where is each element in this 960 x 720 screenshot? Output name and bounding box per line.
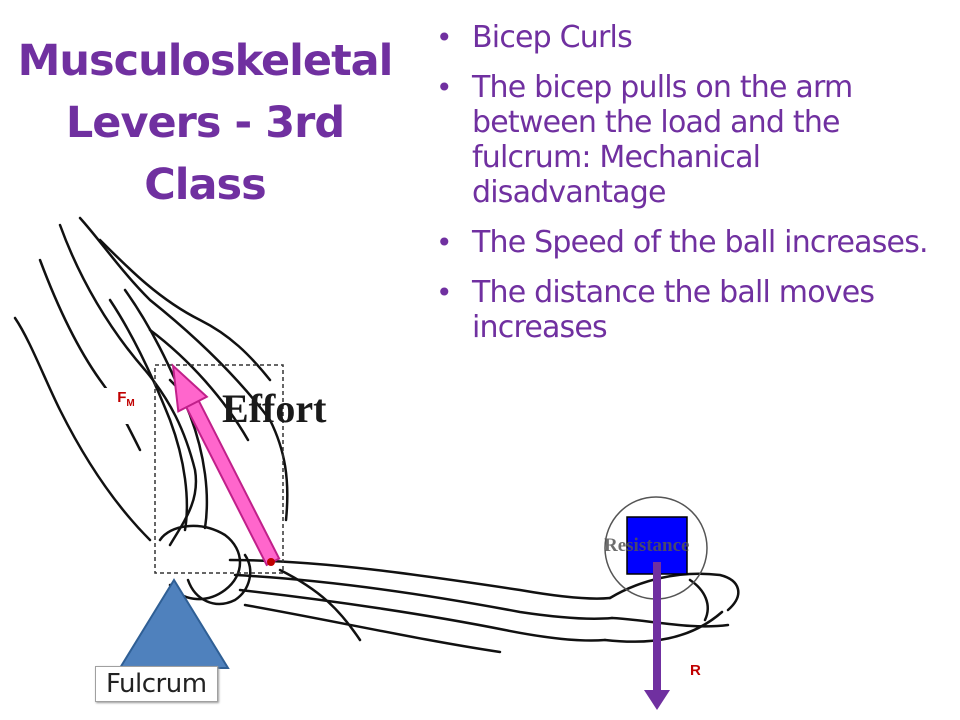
bullet-list: Bicep Curls The bicep pulls on the arm b… (430, 20, 950, 360)
page-title: Musculoskeletal Levers - 3rd Class (0, 30, 410, 216)
title-line-1: Musculoskeletal (17, 36, 394, 86)
bullet-item: Bicep Curls (430, 20, 950, 55)
force-muscle-label: FM (102, 388, 150, 424)
effort-box (154, 364, 284, 574)
effort-insertion-dot (267, 558, 275, 566)
bullet-item: The bicep pulls on the arm between the l… (430, 70, 950, 210)
force-muscle-letter: F (117, 389, 127, 406)
arm-sketch (13, 216, 740, 654)
bullet-item: The distance the ball moves increases (430, 275, 950, 345)
resistance-label: Resistance (604, 535, 690, 556)
resistance-arrow (644, 562, 670, 710)
title-line-2: Levers - 3rd Class (65, 98, 345, 210)
force-muscle-subscript: M (126, 398, 135, 409)
fulcrum-triangle (118, 578, 230, 669)
effort-label: Effort (222, 386, 327, 431)
resistance-force-label: R (690, 662, 701, 679)
fulcrum-label: Fulcrum (95, 666, 218, 702)
bullet-item: The Speed of the ball increases. (430, 225, 950, 260)
effort-arrow (171, 363, 281, 567)
